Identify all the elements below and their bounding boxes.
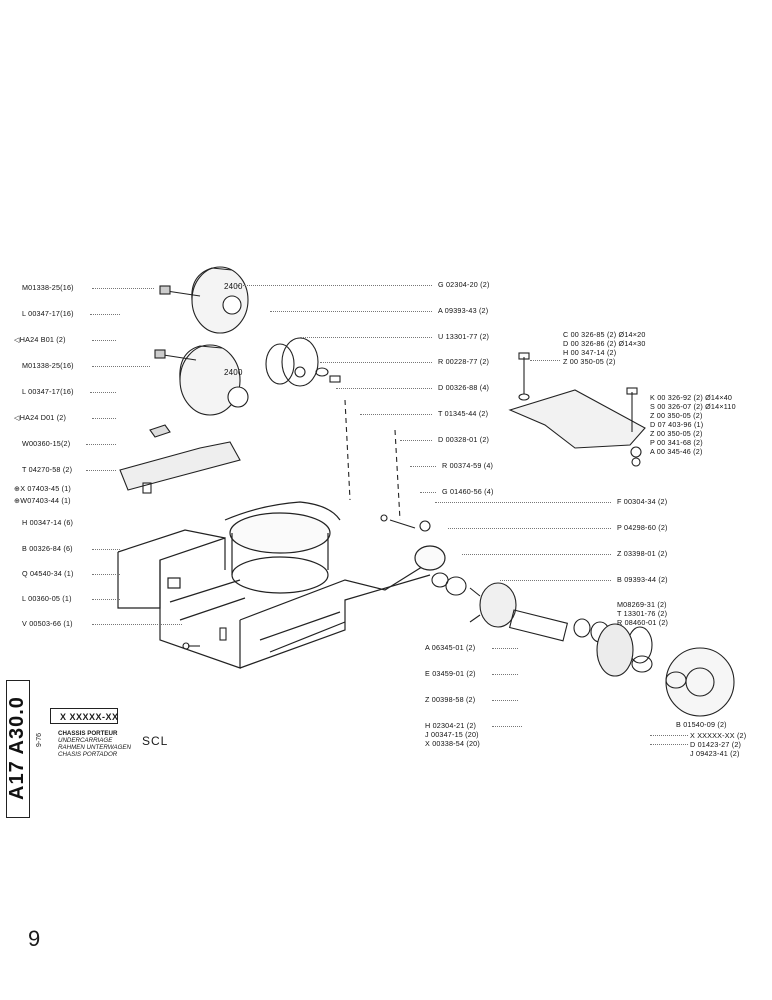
part-label: Z 03398-01 (2): [617, 549, 668, 558]
title-spanish: CHASIS PORTADOR: [58, 751, 118, 758]
reference-box: [50, 708, 118, 724]
title-english: UNDERCARRIAGE: [58, 737, 113, 744]
part-label: M01338-25(16): [22, 361, 74, 370]
part-label: T 01345-44 (2): [438, 409, 489, 418]
part-label: B 01540-09 (2): [676, 720, 727, 729]
part-label: A 00 345-46 (2): [650, 447, 703, 456]
part-label: W00360-15(2): [22, 439, 71, 448]
part-label: H 00 347-14 (2): [563, 348, 617, 357]
part-label: Z 00 350-05 (2): [650, 411, 703, 420]
part-label: L 00347-17(16): [22, 309, 74, 318]
part-label: A 09393-43 (2): [438, 306, 489, 315]
part-label: R 00374-59 (4): [442, 461, 494, 470]
part-label: J 09423-41 (2): [690, 749, 740, 758]
part-label: D 07 403-96 (1): [650, 420, 704, 429]
part-label: Z 00398-58 (2): [425, 695, 476, 704]
part-label: D 01423-27 (2): [690, 740, 742, 749]
part-label: F 00304-34 (2): [617, 497, 668, 506]
part-label: P 00 341-68 (2): [650, 438, 703, 447]
part-label: G 02304-20 (2): [438, 280, 490, 289]
part-label: Z 00 350-05 (2): [563, 357, 616, 366]
part-label: ⊕W07403-44 (1): [14, 496, 71, 505]
motor-mark: 2400: [224, 368, 243, 377]
part-label: D 00326-88 (4): [438, 383, 490, 392]
motor-lower-icon: [154, 344, 249, 416]
drawing-code: A17 A30.0: [6, 696, 28, 800]
part-label: T 04270-58 (2): [22, 465, 73, 474]
part-label: B 00326-84 (6): [22, 544, 73, 553]
reference-code: X XXXXX-XX: [60, 712, 119, 722]
part-label: B 09393-44 (2): [617, 575, 668, 584]
part-label: M01338-25(16): [22, 283, 74, 292]
part-label: E 03459-01 (2): [425, 669, 476, 678]
part-label: G 01460-56 (4): [442, 487, 494, 496]
part-label-text: X 07403-45 (1): [20, 484, 71, 493]
pinion-gear-icon: [265, 337, 341, 387]
part-label: ◁HA24 B01 (2): [14, 335, 66, 344]
part-label: D 00328-01 (2): [438, 435, 490, 444]
page-number: 9: [28, 926, 41, 951]
part-label: X 00338-54 (20): [425, 739, 480, 748]
part-label: S 00 326-07 (2) Ø14×110: [650, 402, 736, 411]
part-label: Z 00 350-05 (2): [650, 429, 703, 438]
title-block-side-frame: [6, 680, 30, 818]
part-label: V 00503-66 (1): [22, 619, 73, 628]
part-label: H 02304-21 (2): [425, 721, 477, 730]
part-label: T 13301-76 (2): [617, 609, 668, 618]
part-label: U 13301-77 (2): [438, 332, 490, 341]
part-label: M08269-31 (2): [617, 600, 667, 609]
drawing-date: 9-76: [36, 733, 43, 748]
part-label: L 00360-05 (1): [22, 594, 72, 603]
part-label: C 00 326-85 (2) Ø14×20: [563, 330, 646, 339]
part-label: D 00 326-86 (2) Ø14×30: [563, 339, 646, 348]
sprocket-icon: [665, 647, 735, 717]
motor-mark: 2400: [224, 282, 243, 291]
part-label: ⊕X 07403-45 (1): [14, 484, 71, 493]
motor-upper-icon: [159, 266, 249, 334]
part-label: Q 04540-34 (1): [22, 569, 74, 578]
part-label: R 00228-77 (2): [438, 357, 490, 366]
title-german: RAHMEN UNTERWAGEN: [58, 744, 131, 751]
part-label: L 00347-17(16): [22, 387, 74, 396]
drive-axle-icon: [431, 572, 653, 677]
part-label: A 06345-01 (2): [425, 643, 476, 652]
chassis-frame-icon: [117, 501, 446, 669]
title-french: CHASSIS PORTEUR: [58, 730, 118, 737]
part-label: ◁HA24 D01 (2): [14, 413, 67, 422]
part-label-text: W07403-44 (1): [20, 496, 71, 505]
part-label-text: HA24 B01 (2): [19, 335, 66, 344]
model-code: SCL: [142, 734, 169, 748]
part-label: J 00347-15 (20): [425, 730, 479, 739]
part-label: R 08460-01 (2): [617, 618, 669, 627]
part-label: K 00 326-92 (2) Ø14×40: [650, 393, 733, 402]
part-label: P 04298-60 (2): [617, 523, 668, 532]
part-label: H 00347-14 (6): [22, 518, 74, 527]
part-label: X XXXXX-XX (2): [690, 731, 747, 740]
part-label-text: HA24 D01 (2): [19, 413, 67, 422]
